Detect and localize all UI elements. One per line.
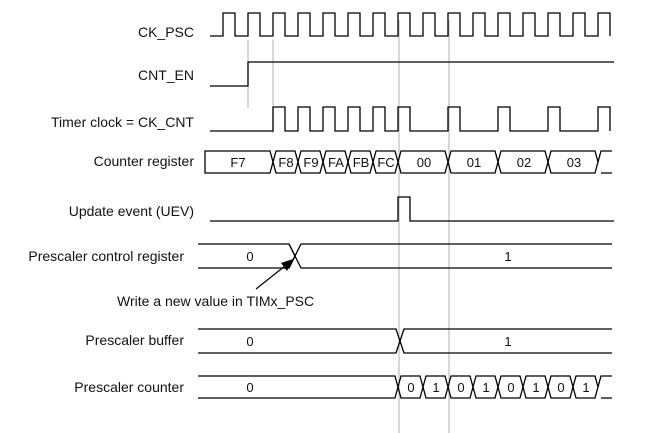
prescaler-control-value: 0 xyxy=(246,249,253,264)
label-prescaler-control: Prescaler control register xyxy=(28,248,184,264)
wave-update-event xyxy=(210,196,614,222)
label-counter-register: Counter register xyxy=(94,153,195,169)
label-update-event: Update event (UEV) xyxy=(69,203,194,219)
annotation-text: Write a new value in TIMx_PSC xyxy=(117,293,314,309)
counter-value: FA xyxy=(328,155,344,170)
prescaler-counter-value: 0 xyxy=(407,380,414,395)
counter-value: F8 xyxy=(278,155,293,170)
wave-cnt-en xyxy=(210,61,614,87)
prescaler-buffer-value: 1 xyxy=(504,334,511,349)
prescaler-control-value: 1 xyxy=(504,249,511,264)
prescaler-counter-value: 1 xyxy=(432,380,439,395)
counter-value: FC xyxy=(377,155,394,170)
prescaler-counter-value: 0 xyxy=(557,380,564,395)
prescaler-counter-value: 0 xyxy=(246,380,253,395)
counter-value: FB xyxy=(353,155,370,170)
label-prescaler-counter: Prescaler counter xyxy=(74,379,184,395)
wave-timer-clock xyxy=(210,106,611,132)
label-prescaler-buffer: Prescaler buffer xyxy=(85,332,184,348)
prescaler-counter-value: 0 xyxy=(507,380,514,395)
counter-value: F9 xyxy=(303,155,318,170)
prescaler-counter-value: 1 xyxy=(532,380,539,395)
counter-value: 00 xyxy=(417,155,431,170)
annotation-arrow xyxy=(255,259,293,290)
counter-value: 02 xyxy=(517,155,531,170)
prescaler-counter-value: 0 xyxy=(457,380,464,395)
counter-value: 03 xyxy=(567,155,581,170)
label-timer-clock: Timer clock = CK_CNT xyxy=(51,114,194,130)
prescaler-counter-value: 1 xyxy=(482,380,489,395)
prescaler-counter-value: 1 xyxy=(582,380,589,395)
counter-value: 01 xyxy=(467,155,481,170)
prescaler-buffer-value: 0 xyxy=(246,334,253,349)
label-ck-psc: CK_PSC xyxy=(138,24,194,40)
wave-ck-psc xyxy=(210,12,611,37)
bus-prescaler-buffer xyxy=(198,328,612,354)
counter-value: F7 xyxy=(230,155,245,170)
bus-counter-register xyxy=(204,150,612,174)
bus-prescaler-control xyxy=(198,243,612,269)
label-cnt-en: CNT_EN xyxy=(138,67,194,83)
bus-prescaler-counter xyxy=(198,375,612,399)
